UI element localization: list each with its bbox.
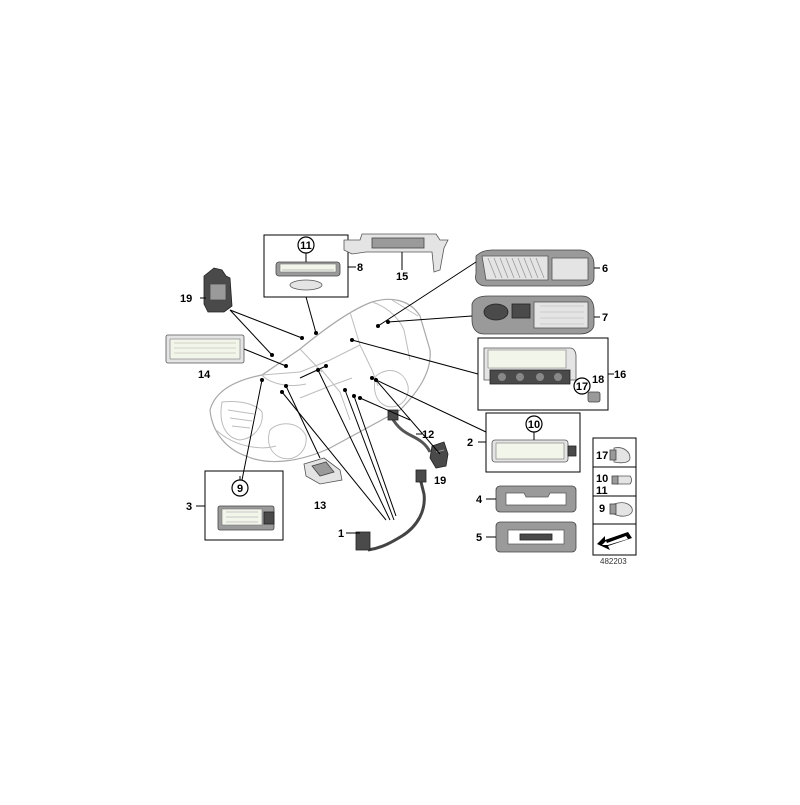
part-1-harness (355, 469, 427, 552)
part-6-lamp (475, 249, 595, 287)
part-19-connector-lower (429, 441, 449, 469)
bulb-legend (593, 447, 636, 550)
label-part-2: 2 (467, 437, 473, 449)
svg-text:11: 11 (300, 240, 312, 252)
leader-dots (260, 320, 390, 400)
part-2-lamp (491, 439, 577, 463)
part-13-bracket (303, 457, 343, 485)
label-part-18: 18 (592, 374, 604, 386)
part-16-console (483, 347, 601, 403)
part-8-lamp (275, 261, 341, 291)
callout-circle-17: 17 (573, 377, 591, 395)
svg-text:10: 10 (528, 419, 540, 431)
leader-lines (196, 252, 614, 538)
label-part-3: 3 (186, 501, 192, 513)
callout-circle-9: 9 (231, 479, 249, 497)
callout-circle-10: 10 (525, 415, 543, 433)
part-7-lamp (471, 295, 595, 335)
svg-text:9: 9 (237, 483, 243, 495)
bulb-label-9: 9 (599, 503, 605, 515)
label-part-4: 4 (476, 494, 483, 506)
label-part-15: 15 (396, 271, 408, 283)
label-part-16: 16 (614, 369, 626, 381)
label-part-8: 8 (357, 262, 363, 274)
label-part-7: 7 (602, 312, 608, 324)
part-14-light (165, 334, 245, 364)
part-19-bracket-top (203, 267, 233, 313)
part-15-bracket (343, 233, 449, 273)
bulb-label-11: 11 (596, 485, 608, 497)
part-3-lamp (217, 505, 275, 531)
part-4-frame (495, 485, 577, 513)
bulb-label-17: 17 (596, 450, 608, 462)
label-part-6: 6 (602, 263, 608, 275)
label-part-12: 12 (422, 429, 434, 441)
svg-text:17: 17 (576, 381, 588, 393)
callout-circle-11: 11 (297, 236, 315, 254)
bulb-label-10: 10 (596, 473, 608, 485)
part-5-frame (495, 521, 577, 553)
diagram-reference-id: 482203 (600, 557, 627, 566)
label-part-19-lower: 19 (434, 475, 446, 487)
label-part-1: 1 (338, 528, 344, 540)
label-part-5: 5 (476, 532, 482, 544)
label-part-19-top: 19 (180, 293, 192, 305)
label-part-13: 13 (314, 500, 326, 512)
label-part-14: 14 (198, 369, 211, 381)
